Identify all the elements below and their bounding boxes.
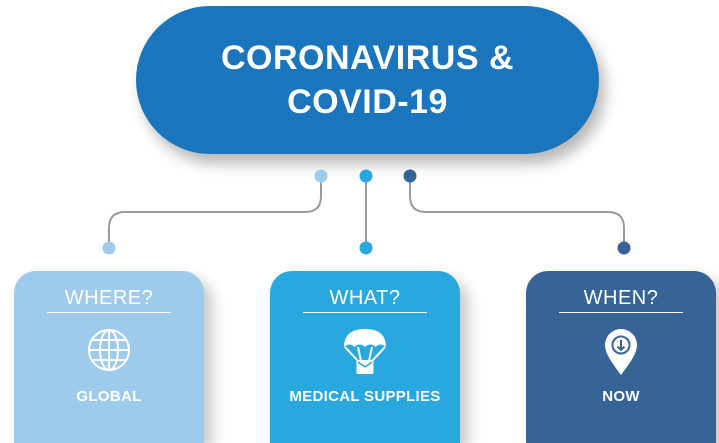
card-answer: MEDICAL SUPPLIES — [289, 388, 441, 405]
connector-when — [409, 176, 625, 248]
title-line-1: CORONAVIRUS & — [221, 39, 514, 77]
title-line-2: COVID-19 — [287, 83, 448, 121]
card-question: WHERE? — [64, 287, 154, 309]
globe-icon — [86, 327, 132, 378]
card-answer: NOW — [602, 388, 640, 405]
card-when: WHEN? NOW — [526, 271, 716, 443]
connector-where — [108, 176, 322, 248]
card-question: WHEN? — [583, 287, 659, 309]
dot-where-bottom — [102, 241, 116, 255]
location-pin-icon — [603, 327, 639, 382]
dot-when-bottom — [617, 241, 631, 255]
card-question: WHAT? — [329, 287, 401, 309]
card-where: WHERE? GLOBAL — [14, 271, 204, 443]
title-pill: CORONAVIRUS & COVID-19 — [136, 6, 599, 154]
card-what: WHAT? MEDICAL SUPPLIES — [270, 271, 460, 443]
parachute-icon — [342, 327, 388, 382]
card-answer: GLOBAL — [76, 388, 142, 405]
dot-where-top — [314, 169, 328, 183]
dot-what-bottom — [359, 241, 373, 255]
dot-what-top — [359, 169, 373, 183]
divider — [559, 312, 683, 313]
divider — [47, 312, 171, 313]
divider — [303, 312, 427, 313]
dot-when-top — [403, 169, 417, 183]
